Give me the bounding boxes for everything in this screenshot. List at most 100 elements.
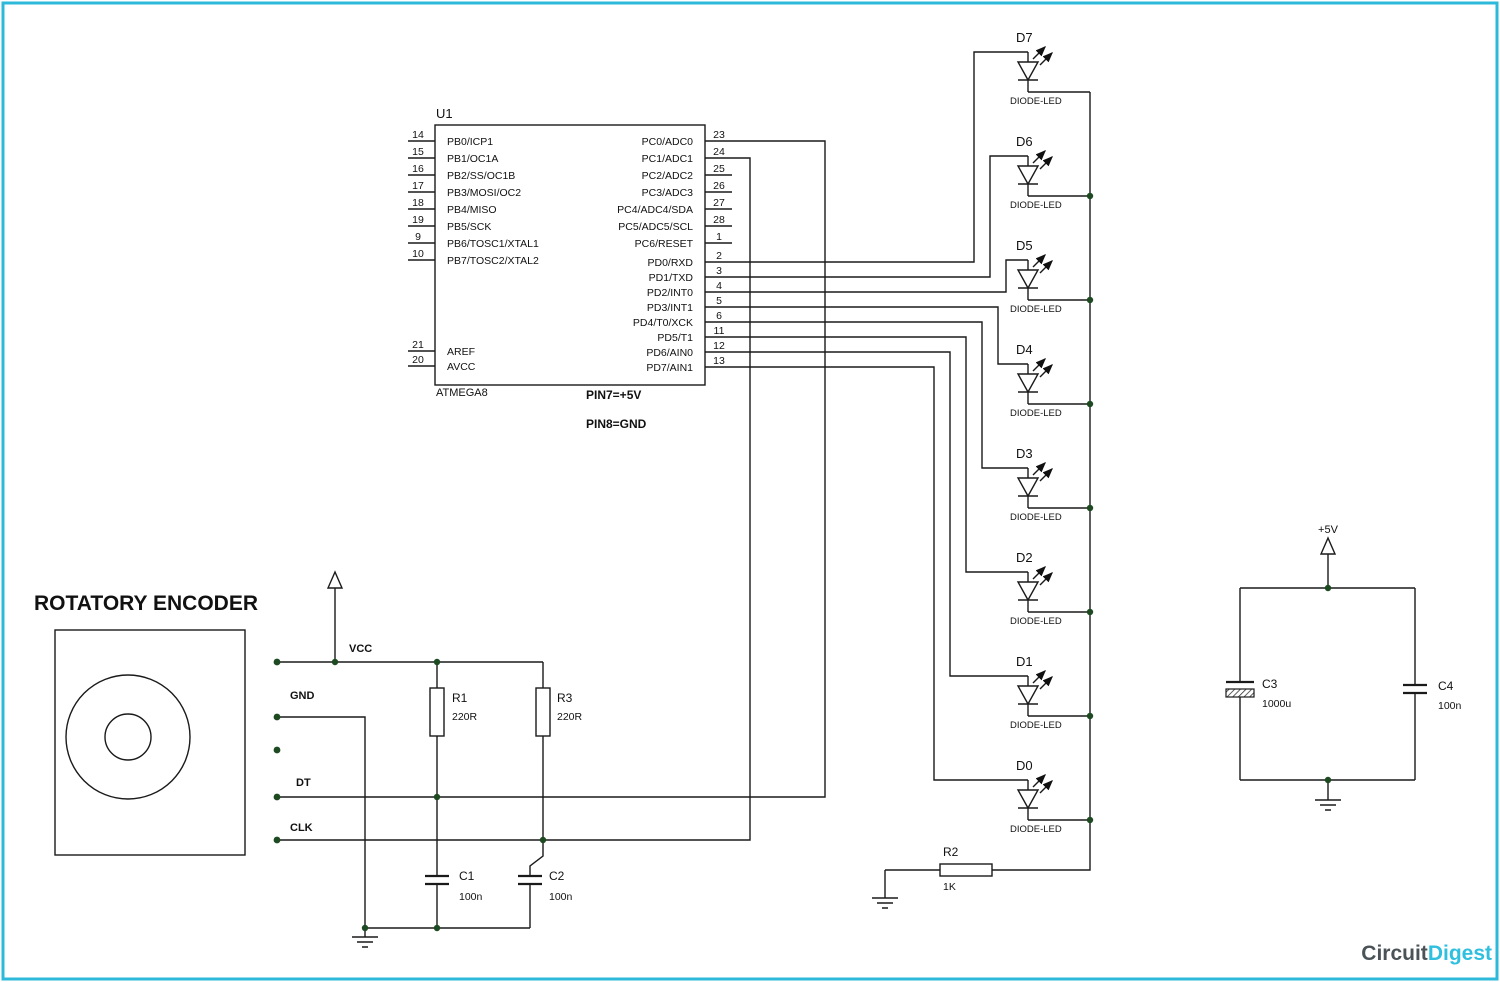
clk-wire	[277, 157, 751, 841]
logo-part2: Digest	[1428, 942, 1492, 965]
pin-number: 23	[713, 129, 725, 141]
encoder-vcc-label: VCC	[349, 643, 372, 655]
pin-name: PB5/SCK	[447, 221, 491, 233]
led-arrow-icon	[1039, 676, 1053, 690]
resistor-body	[429, 687, 445, 737]
encoder-dt-label: DT	[296, 777, 311, 789]
pin-number: 4	[716, 280, 722, 292]
capacitor-plates	[425, 874, 449, 886]
capacitor-plates	[1403, 683, 1427, 695]
rotary-encoder: ROTATORY ENCODER VCC GND DT CLK	[34, 592, 372, 856]
mcu-note-pin7: PIN7=+5V	[586, 388, 641, 402]
diode-symbol-icon	[1016, 581, 1040, 602]
pin-number: 18	[412, 197, 424, 209]
encoder-shaft-icon	[104, 713, 152, 761]
led-ref: D1	[1016, 654, 1033, 669]
pin-name: PC4/ADC4/SDA	[617, 204, 693, 216]
pin-number: 14	[412, 129, 424, 141]
pin-name: PC1/ADC1	[642, 153, 694, 165]
led-arrow-icon	[1032, 358, 1046, 372]
capacitor-c1: C1 100n	[425, 869, 483, 928]
feed-pd4-d3	[732, 321, 1028, 469]
led-d6: D6 DIODE-LED	[1010, 134, 1090, 211]
resistor-body	[939, 863, 993, 877]
resistor-ref: R3	[557, 691, 573, 705]
logo-part1: Circuit	[1361, 942, 1428, 965]
pin-number: 12	[713, 340, 725, 352]
led-arrow-icon	[1032, 150, 1046, 164]
capacitor-ref: C4	[1438, 679, 1454, 693]
pin-name: PD7/AIN1	[646, 362, 693, 374]
decoupling-network: +5V C3 1000u C4 100n	[1225, 524, 1462, 811]
feed-pd7-d0	[732, 366, 1028, 781]
pin-name: PB0/ICP1	[447, 136, 493, 148]
led-ref: D2	[1016, 550, 1033, 565]
pin-number: 26	[713, 180, 725, 192]
capacitor-polar-plate	[1225, 688, 1255, 698]
led-label: DIODE-LED	[1010, 304, 1062, 315]
diode-symbol-icon	[1016, 61, 1040, 82]
pin-name: PD6/AIN0	[646, 347, 693, 359]
pin-name: PC3/ADC3	[642, 187, 694, 199]
resistor-body	[535, 687, 551, 737]
led-ref: D3	[1016, 446, 1033, 461]
pin-name: AVCC	[447, 361, 476, 373]
led-arrow-icon	[1039, 780, 1053, 794]
vcc-power-arrow-icon	[326, 570, 344, 662]
pin-number: 6	[716, 310, 722, 322]
led-ref: D5	[1016, 238, 1033, 253]
led-arrow-icon	[1039, 468, 1053, 482]
mcu-left-pin-stubs	[408, 140, 435, 367]
pin-name: PC2/ADC2	[642, 170, 694, 182]
plus5v-power-arrow-icon	[1319, 536, 1337, 588]
led-d1: D1 DIODE-LED	[1010, 654, 1090, 731]
led-label: DIODE-LED	[1010, 408, 1062, 419]
feed-pd1-d6	[732, 155, 1028, 278]
resistor-value: 1K	[943, 881, 956, 893]
capacitor-value: 100n	[1438, 700, 1462, 712]
ground-symbol-icon	[352, 936, 378, 948]
pin-number: 27	[713, 197, 725, 209]
pin-number: 28	[713, 214, 725, 226]
led-ref: D0	[1016, 758, 1033, 773]
pin-number: 13	[713, 355, 725, 367]
pin-name: PD3/INT1	[647, 302, 693, 314]
pin-number: 25	[713, 163, 725, 175]
led-label: DIODE-LED	[1010, 616, 1062, 627]
led-ref: D6	[1016, 134, 1033, 149]
pin-number: 2	[716, 250, 722, 262]
pin-number: 19	[412, 214, 424, 226]
led-arrow-icon	[1039, 52, 1053, 66]
capacitor-c3: C3 1000u	[1225, 677, 1291, 710]
c3c4-rails	[1239, 587, 1416, 800]
capacitor-ref: C1	[459, 869, 475, 883]
mcu-u1: U1 ATMEGA8 PIN7=+5V PIN8=GND 14 15 16 17…	[408, 106, 732, 431]
pin-name: PB1/OC1A	[447, 153, 498, 165]
circuitdigest-logo: CircuitDigest	[1361, 942, 1492, 965]
plus5v-label: +5V	[1318, 524, 1339, 536]
mcu-body	[434, 124, 706, 386]
resistor-value: 220R	[557, 711, 583, 723]
feed-pd6-d1	[732, 351, 1028, 677]
pin-name: PD1/TXD	[649, 272, 694, 284]
mcu-ref: U1	[436, 106, 453, 121]
led-arrow-icon	[1039, 364, 1053, 378]
led-arrow-icon	[1039, 156, 1053, 170]
mcu-part: ATMEGA8	[436, 387, 488, 399]
led-d2: D2 DIODE-LED	[1010, 550, 1090, 627]
pin-number: 9	[415, 231, 421, 243]
pin-number: 24	[713, 146, 725, 158]
resistor-ref: R2	[943, 845, 959, 859]
feed-pd0-d7	[732, 51, 1028, 263]
diode-symbol-icon	[1016, 685, 1040, 706]
led-arrow-icon	[1032, 774, 1046, 788]
led-ref: D4	[1016, 342, 1033, 357]
led-d0: D0 DIODE-LED	[1010, 758, 1090, 835]
led-label: DIODE-LED	[1010, 720, 1062, 731]
pin-name: PC5/ADC5/SCL	[618, 221, 693, 233]
pin-name: PD5/T1	[657, 332, 693, 344]
gnd-wire	[277, 716, 366, 937]
led-ref: D7	[1016, 30, 1033, 45]
